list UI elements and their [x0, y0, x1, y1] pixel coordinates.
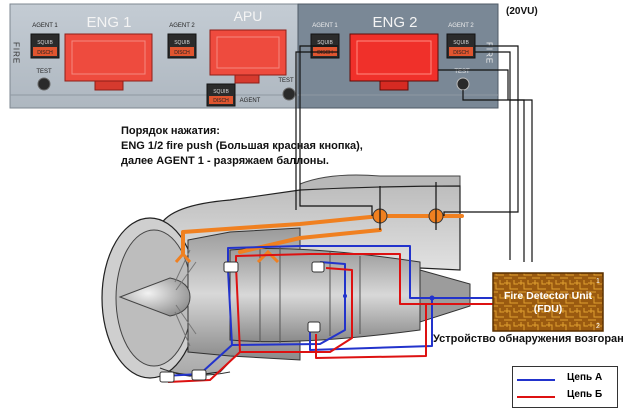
apu-test-label: TEST — [278, 78, 294, 84]
eng1-squib-a2: SQUIB — [174, 40, 190, 46]
apu-agent-label: AGENT — [240, 98, 261, 104]
fdu-num2: 2 — [596, 323, 600, 330]
instruction-line: Порядок нажатия: — [121, 125, 220, 137]
legend-label-a: Цепь А — [567, 372, 603, 383]
eng1-agent2-label: AGENT 2 — [169, 23, 195, 29]
eng1-agent2-button[interactable] — [167, 33, 197, 59]
pipe-nozzles — [174, 249, 280, 264]
fdu-box: Fire Detector Unit (FDU) 1 2 — [492, 272, 604, 332]
eng1-test-label: TEST — [36, 69, 52, 75]
panel-20vu-label: (20VU) — [506, 6, 538, 17]
circuit-b-loop — [167, 253, 494, 383]
eng1-squib-a1: SQUIB — [37, 40, 53, 46]
legend-item-b: Цепь Б — [517, 389, 615, 403]
eng2-title: ENG 2 — [372, 14, 417, 31]
apu-test-button[interactable] — [282, 87, 296, 101]
eng2-squib-a1: SQUIB — [317, 40, 333, 46]
eng2-disch-a2: DISCH — [453, 50, 469, 56]
eng1-agent1-label: AGENT 1 — [32, 23, 58, 29]
apu-squib: SQUIB — [213, 89, 229, 95]
eng2-disch-a1: DISCH — [317, 50, 333, 56]
apu-title: APU — [234, 8, 263, 24]
eng1-title: ENG 1 — [86, 14, 131, 31]
apu-disch: DISCH — [213, 98, 229, 104]
detector-sensors — [159, 261, 325, 383]
eng2-fire-push[interactable] — [349, 33, 439, 91]
eng1-disch-a2: DISCH — [174, 50, 190, 56]
eng2-agent2-button[interactable] — [446, 33, 476, 59]
eng1-disch-a1: DISCH — [37, 50, 53, 56]
instruction-line: далее AGENT 1 - разряжаем баллоны. — [121, 155, 329, 167]
legend-item-a: Цепь А — [517, 372, 615, 386]
eng1-fire-push[interactable] — [64, 33, 153, 91]
eng2-test-button[interactable] — [456, 77, 470, 91]
control-wires — [295, 45, 533, 262]
fdu-abbr: (FDU) — [534, 303, 563, 315]
instruction-text: Порядок нажатия: ENG 1/2 fire push (Боль… — [121, 124, 363, 169]
fdu-caption: Устройство обнаружения возгорания — [433, 333, 624, 345]
fire-left-label: FIRE — [12, 42, 21, 64]
apu-fire-push[interactable] — [209, 29, 287, 84]
eng1-test-button[interactable] — [37, 77, 51, 91]
legend-label-b: Цепь Б — [567, 389, 603, 400]
legend-line-b — [517, 396, 555, 398]
eng2-agent1-label: AGENT 1 — [312, 23, 338, 29]
apu-agent-button[interactable] — [206, 83, 236, 107]
junction-dots — [343, 294, 435, 301]
legend-line-a — [517, 379, 555, 381]
fire-right-label: FIRE — [485, 42, 494, 64]
legend: Цепь А Цепь Б — [512, 366, 618, 408]
eng2-agent2-label: AGENT 2 — [448, 23, 474, 29]
instruction-line: ENG 1/2 fire push (Большая красная кнопк… — [121, 140, 363, 152]
engine-illustration — [101, 174, 471, 379]
fdu-num1: 1 — [596, 278, 600, 285]
eng1-agent1-button[interactable] — [30, 33, 60, 59]
fdu-title: Fire Detector Unit — [504, 290, 593, 302]
eng2-test-label: TEST — [454, 69, 470, 75]
eng2-squib-a2: SQUIB — [453, 40, 469, 46]
